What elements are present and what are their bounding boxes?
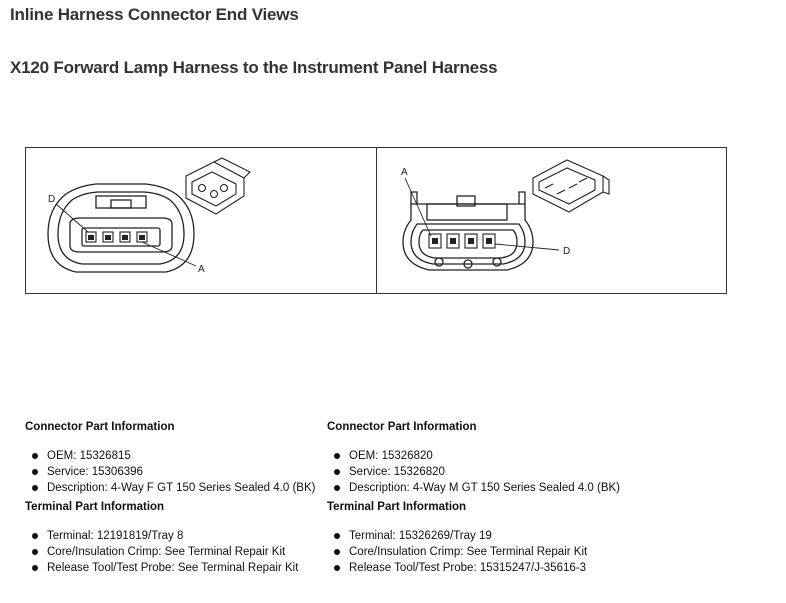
page-title: Inline Harness Connector End Views [10, 5, 299, 24]
list-item: Core/Insulation Crimp: See Terminal Repa… [25, 544, 355, 560]
list-item: Service: 15326820 [327, 464, 657, 480]
left-connector-list: OEM: 15326815 Service: 15306396 Descript… [25, 448, 355, 496]
left-callout-d: D [48, 194, 55, 205]
list-item: Release Tool/Test Probe: 15315247/J-3561… [327, 560, 657, 576]
female-connector-end-view: D A [47, 157, 251, 275]
list-item: Description: 4-Way M GT 150 Series Seale… [327, 480, 657, 496]
right-terminal-heading: Terminal Part Information [327, 501, 467, 513]
list-item: OEM: 15326815 [25, 448, 355, 464]
figure-divider [376, 148, 377, 293]
list-item: Service: 15306396 [25, 464, 355, 480]
left-callout-a: A [198, 264, 205, 275]
left-terminal-list: Terminal: 12191819/Tray 8 Core/Insulatio… [25, 528, 355, 576]
list-item: Terminal: 15326269/Tray 19 [327, 528, 657, 544]
list-item: OEM: 15326820 [327, 448, 657, 464]
right-terminal-list: Terminal: 15326269/Tray 19 Core/Insulati… [327, 528, 657, 576]
female-connector-thumbnail [185, 157, 251, 215]
list-item: Description: 4-Way F GT 150 Series Seale… [25, 480, 355, 496]
right-part-info: Connector Part Information OEM: 15326820… [327, 420, 657, 576]
list-item: Core/Insulation Crimp: See Terminal Repa… [327, 544, 657, 560]
left-part-info: Connector Part Information OEM: 15326815… [25, 420, 355, 576]
connector-title: X120 Forward Lamp Harness to the Instrum… [10, 58, 498, 77]
right-connector-list: OEM: 15326820 Service: 15326820 Descript… [327, 448, 657, 496]
left-connector-heading: Connector Part Information [25, 421, 175, 433]
male-connector-thumbnail [532, 159, 610, 213]
list-item: Terminal: 12191819/Tray 8 [25, 528, 355, 544]
right-connector-heading: Connector Part Information [327, 421, 477, 433]
right-callout-a: A [401, 167, 408, 178]
male-connector-end-view: A D [401, 159, 610, 271]
left-terminal-heading: Terminal Part Information [25, 501, 165, 513]
list-item: Release Tool/Test Probe: See Terminal Re… [25, 560, 355, 576]
connector-end-view-figure: D A [25, 147, 727, 294]
right-callout-d: D [563, 246, 570, 257]
